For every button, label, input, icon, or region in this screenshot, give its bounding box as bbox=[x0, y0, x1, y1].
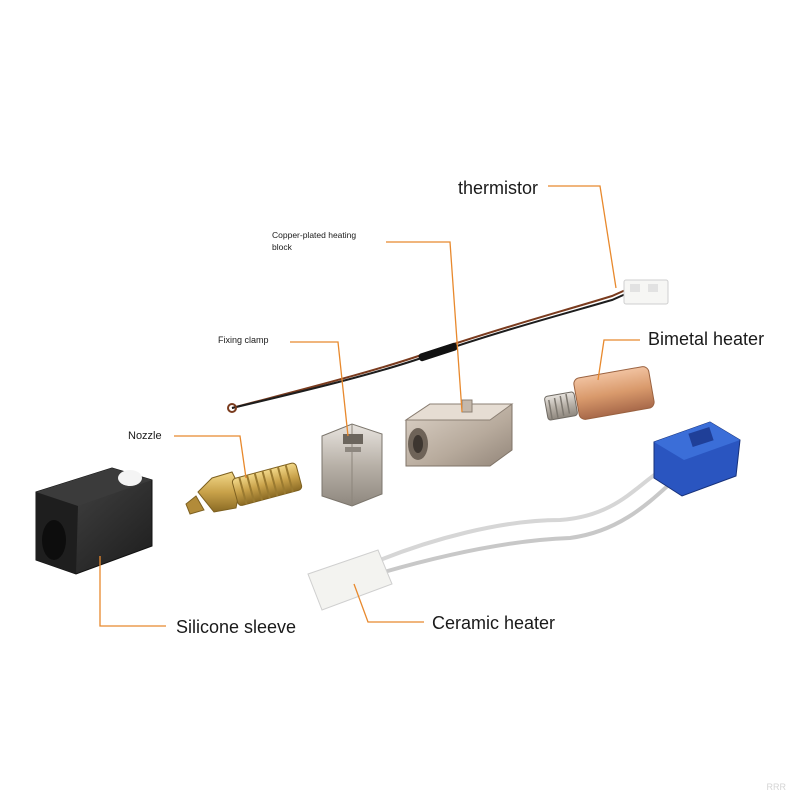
watermark: RRR bbox=[766, 782, 787, 792]
ceramic-heater-part bbox=[307, 421, 741, 611]
ceramic-heater-label: Ceramic heater bbox=[432, 613, 556, 633]
heating-block-label: Copper-plated heating block bbox=[272, 230, 357, 252]
ceramic-heater-leader bbox=[353, 583, 424, 623]
heating-block-part bbox=[404, 399, 514, 467]
thermistor-label: thermistor bbox=[458, 178, 539, 198]
fixing-clamp-label: Fixing clamp bbox=[218, 335, 269, 345]
fixing-clamp-leader bbox=[290, 341, 349, 437]
heating-block-leader bbox=[386, 241, 463, 413]
nozzle-part bbox=[185, 462, 303, 515]
bimetal-heater-label: Bimetal heater bbox=[648, 329, 765, 349]
nozzle-label: Nozzle bbox=[128, 430, 162, 442]
thermistor-leader bbox=[548, 185, 617, 289]
silicone-sleeve-label: Silicone sleeve bbox=[176, 617, 297, 637]
bimetal-heater-leader bbox=[597, 339, 640, 381]
silicone-sleeve-leader bbox=[99, 556, 166, 627]
thermistor-part bbox=[227, 279, 669, 413]
fixing-clamp-part bbox=[321, 423, 383, 507]
leader-lines bbox=[99, 185, 640, 627]
silicone-sleeve-part bbox=[35, 467, 153, 575]
nozzle-leader bbox=[174, 435, 247, 479]
bimetal-heater-part bbox=[544, 366, 655, 421]
